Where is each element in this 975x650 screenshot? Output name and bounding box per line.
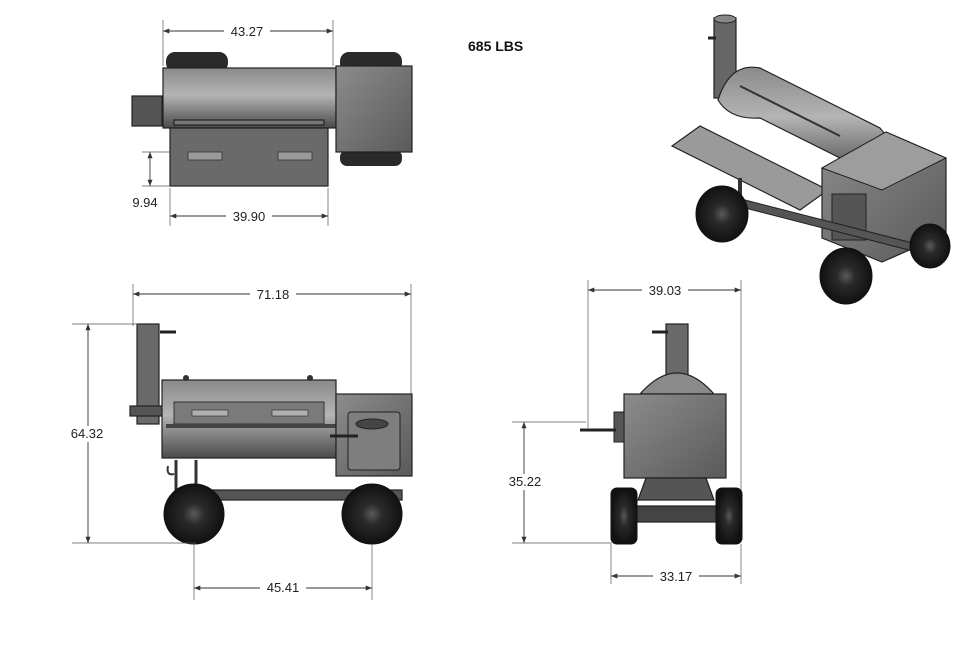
iso-wheel-rear: [909, 223, 951, 269]
front-view: 39.03 35.22 33.17: [502, 280, 743, 584]
side-view: 71.18 64.32 45.41: [64, 284, 413, 600]
top-view-tire-right-rear: [340, 150, 402, 166]
iso-wheel-front-right: [819, 247, 873, 305]
side-wheel-front: [163, 483, 225, 545]
top-view-tire-left: [166, 52, 228, 72]
top-view: 43.27 9.94 39.90: [131, 20, 413, 226]
front-wheel-right: [715, 487, 743, 545]
front-wheel-left: [610, 487, 638, 545]
top-view-barrel: [162, 67, 337, 129]
weight-label: 685 LBS: [468, 38, 523, 54]
top-view-grate-1: [187, 151, 223, 161]
dim-side-height: 64.32: [71, 426, 104, 441]
dim-top-tray-width: 39.90: [233, 209, 266, 224]
dim-top-width: 43.27: [231, 24, 264, 39]
dim-side-wheelbase: 45.41: [267, 580, 300, 595]
dim-top-tray-height: 9.94: [132, 195, 157, 210]
front-firebox: [623, 393, 727, 479]
front-stand: [637, 477, 715, 501]
side-smokestack: [136, 323, 160, 425]
top-view-smokestack: [131, 95, 163, 127]
top-view-firebox: [335, 65, 413, 153]
iso-wheel-front-left: [695, 185, 749, 243]
dim-side-length: 71.18: [257, 287, 290, 302]
top-view-handle: [173, 119, 325, 126]
top-view-grate-2: [277, 151, 313, 161]
dim-front-firebox-height: 35.22: [509, 474, 542, 489]
dim-front-track: 33.17: [660, 569, 693, 584]
side-wheel-rear: [341, 483, 403, 545]
dim-front-width: 39.03: [649, 283, 682, 298]
isometric-view: [670, 14, 951, 305]
front-barrel-end: [638, 372, 716, 395]
